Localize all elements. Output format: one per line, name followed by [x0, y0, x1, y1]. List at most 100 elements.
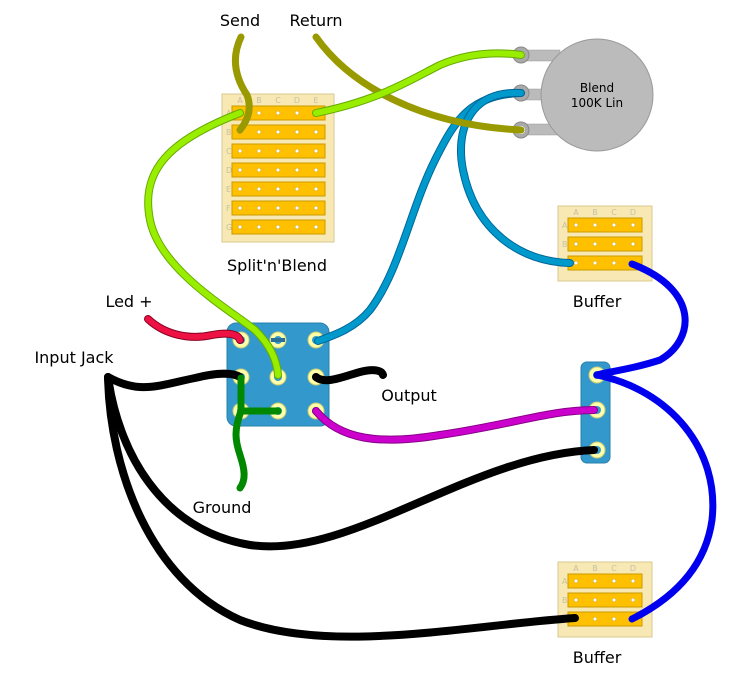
board-column-label: B — [592, 564, 598, 573]
pot-name-label: Blend — [580, 81, 614, 95]
footswitch-pin-marker — [271, 338, 285, 342]
strip-hole — [275, 205, 281, 211]
board-column-label: B — [592, 208, 598, 217]
strip-hole — [275, 186, 281, 192]
strip-hole — [630, 597, 636, 603]
strip-hole — [294, 224, 300, 230]
label-return: Return — [289, 11, 342, 30]
board-column-label: C — [611, 564, 617, 573]
strip-hole — [237, 167, 243, 173]
board-column-label: A — [573, 208, 579, 217]
label-send: Send — [220, 11, 260, 30]
wire-snb-to-switch — [145, 110, 281, 378]
label-split-n-blend: Split'n'Blend — [227, 256, 327, 275]
wire-input-to-buffer-bottom — [104, 373, 579, 641]
strip-hole — [573, 222, 579, 228]
board-column-label: D — [630, 564, 636, 573]
board-column-label: D — [294, 96, 300, 105]
wire-send — [231, 33, 253, 134]
board-row-label: G — [226, 223, 232, 232]
strip-hole — [313, 186, 319, 192]
strip-hole — [592, 597, 598, 603]
strip-hole — [237, 186, 243, 192]
strip-hole — [256, 205, 262, 211]
pot-body — [540, 38, 654, 152]
strip-hole — [313, 205, 319, 211]
wire-ground — [232, 407, 248, 492]
copper-strip — [567, 217, 643, 233]
strip-hole — [294, 129, 300, 135]
strip-hole — [611, 616, 617, 622]
board-row-label: D — [226, 166, 232, 175]
strip-hole — [313, 148, 319, 154]
label-led-plus: Led + — [105, 292, 152, 311]
strip-hole — [313, 129, 319, 135]
strip-hole — [256, 148, 262, 154]
strip-hole — [256, 224, 262, 230]
strip-hole — [256, 186, 262, 192]
wire-switch-to-jack — [313, 407, 597, 443]
board-row-label: A — [562, 577, 568, 586]
strip-hole — [611, 260, 617, 266]
board-column-label: A — [573, 564, 579, 573]
board-column-label: C — [611, 208, 617, 217]
wire-pot-to-buffer-top — [457, 89, 573, 266]
strip-hole — [611, 222, 617, 228]
strip-hole — [313, 167, 319, 173]
strip-hole — [573, 597, 579, 603]
board-row-label: F — [226, 204, 231, 213]
label-buffer-bottom: Buffer — [573, 648, 622, 667]
wire-return — [312, 33, 525, 134]
board-column-label: C — [275, 96, 281, 105]
board-row-label: C — [226, 147, 232, 156]
strip-hole — [256, 129, 262, 135]
strip-hole — [275, 167, 281, 173]
board-row-label: B — [562, 240, 568, 249]
strip-hole — [573, 578, 579, 584]
strip-hole — [275, 110, 281, 116]
wire-input-to-footswitch — [104, 369, 244, 392]
strip-hole — [592, 260, 598, 266]
strip-hole — [592, 616, 598, 622]
label-ground: Ground — [193, 498, 252, 517]
board-column-label: A — [237, 96, 243, 105]
copper-strip — [567, 236, 643, 252]
strip-hole — [275, 129, 281, 135]
strip-hole — [630, 222, 636, 228]
wire-buffer-top-to-jack — [593, 260, 689, 379]
board-column-label: B — [256, 96, 262, 105]
label-buffer-top: Buffer — [573, 292, 622, 311]
pot-value-label: 100K Lin — [571, 96, 623, 110]
copper-strip — [567, 592, 643, 608]
strip-hole — [237, 148, 243, 154]
copper-strip — [567, 573, 643, 589]
strip-hole — [611, 241, 617, 247]
strip-hole — [592, 578, 598, 584]
strip-hole — [630, 241, 636, 247]
wire-output — [312, 366, 387, 385]
board-column-label: E — [313, 96, 318, 105]
strip-hole — [256, 110, 262, 116]
wire-input-to-jack — [104, 373, 598, 551]
strip-hole — [592, 241, 598, 247]
strip-hole — [611, 597, 617, 603]
strip-hole — [294, 148, 300, 154]
labels: Send Return Split'n'Blend Buffer Buffer … — [34, 11, 621, 667]
strip-hole — [611, 578, 617, 584]
strip-hole — [573, 260, 579, 266]
strip-hole — [275, 148, 281, 154]
strip-hole — [630, 578, 636, 584]
strip-hole — [256, 167, 262, 173]
wire-snb-to-pot — [313, 50, 524, 116]
strip-hole — [573, 241, 579, 247]
strip-hole — [294, 205, 300, 211]
strip-hole — [275, 224, 281, 230]
wire-led — [145, 316, 243, 343]
strip-hole — [237, 224, 243, 230]
board-column-label: D — [630, 208, 636, 217]
wires — [104, 33, 717, 641]
wire-jack-to-buffer-bottom — [593, 371, 717, 623]
